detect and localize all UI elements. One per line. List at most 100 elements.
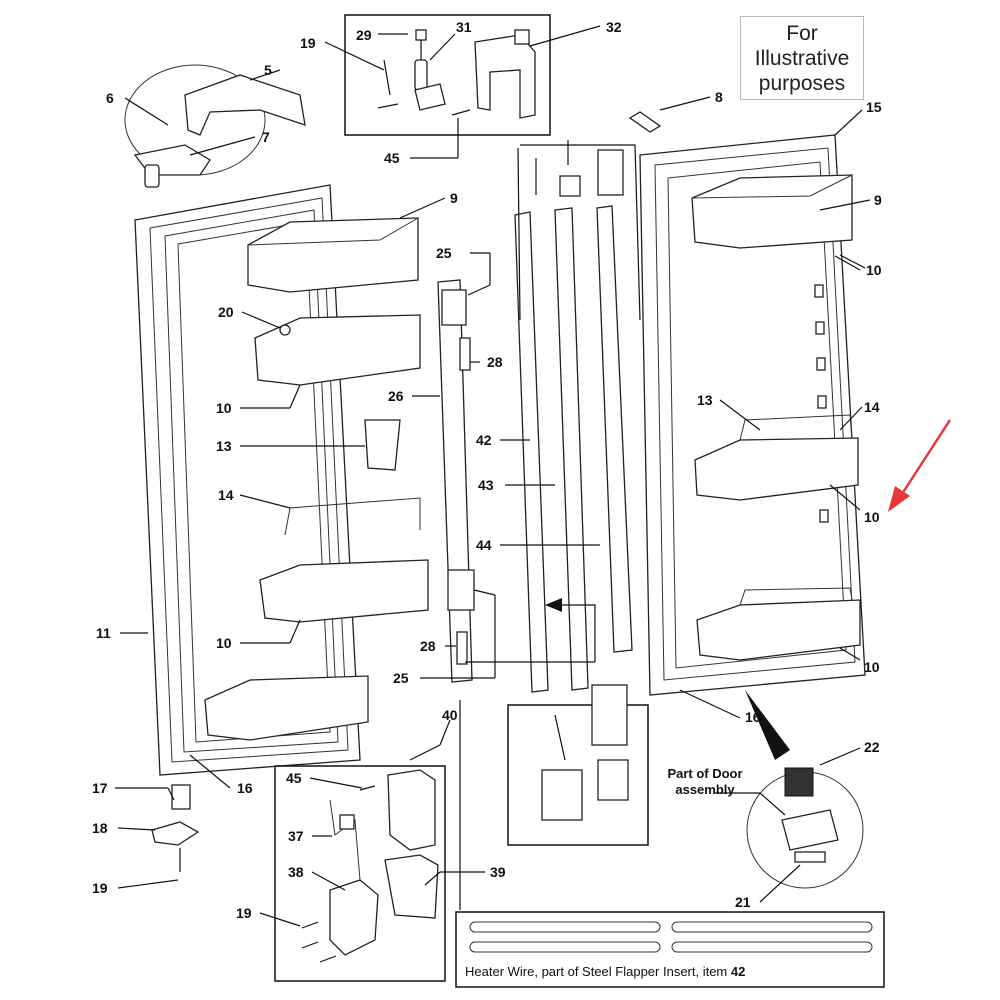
left-bin-9 xyxy=(247,217,419,293)
callout-label: 10 xyxy=(216,400,232,416)
callout-label: 13 xyxy=(216,438,232,454)
hinge-parts-center xyxy=(535,140,624,197)
callout-label: 25 xyxy=(436,245,452,261)
heater-wire-caption: Heater Wire, part of Steel Flapper Inser… xyxy=(465,964,885,979)
callout-label: 21 xyxy=(735,894,751,910)
part-5-top-hinge xyxy=(184,74,306,136)
heater-wire-box xyxy=(455,911,885,988)
callout-label: 45 xyxy=(286,770,302,786)
callout-label: 6 xyxy=(106,90,114,106)
callout-label: 19 xyxy=(300,35,316,51)
callout-label: 13 xyxy=(697,392,713,408)
heater-caption-text: Heater Wire, part of Steel Flapper Inser… xyxy=(465,964,731,979)
bracket-line-a xyxy=(517,147,521,321)
part-42-strip xyxy=(514,211,549,693)
left-bin-lower xyxy=(204,675,369,741)
left-bin-10b xyxy=(259,559,429,623)
left-part-13 xyxy=(364,419,401,471)
callout-label: 8 xyxy=(715,89,723,105)
left-hinge-17-18 xyxy=(151,784,200,872)
illustrative-note: For Illustrative purposes xyxy=(740,16,864,100)
part-26-strip xyxy=(437,279,475,683)
door-assembly-note: Part of Door assembly xyxy=(650,766,760,798)
part-31-shaft xyxy=(414,59,428,91)
callout-label: 10 xyxy=(864,509,880,525)
callout-label: 10 xyxy=(864,659,880,675)
bracket-line-b xyxy=(520,144,641,321)
part-40-block xyxy=(387,769,436,851)
callout-label: 18 xyxy=(92,820,108,836)
flow-line xyxy=(560,604,596,662)
heater-wire-left xyxy=(469,921,661,953)
callout-label: 43 xyxy=(478,477,494,493)
leader-lines xyxy=(115,25,871,927)
right-door-slots xyxy=(814,284,829,523)
callout-label: 29 xyxy=(356,27,372,43)
part-39-block xyxy=(384,854,439,919)
part-44-strip xyxy=(596,205,633,653)
callout-label: 9 xyxy=(450,190,458,206)
heater-wire-right xyxy=(671,921,873,953)
part-22-pad xyxy=(784,767,814,797)
callout-label: 44 xyxy=(476,537,492,553)
callout-label: 9 xyxy=(874,192,882,208)
part-29-screw xyxy=(415,29,427,60)
right-bin-9 xyxy=(691,174,853,249)
part-28-screws xyxy=(456,337,471,665)
callout-label: 25 xyxy=(393,670,409,686)
note-line: purposes xyxy=(758,72,846,95)
note-line: For xyxy=(786,22,818,45)
red-indicator-arrow xyxy=(888,419,952,512)
detail-pointer xyxy=(745,690,790,760)
callout-label: 14 xyxy=(864,399,880,415)
callout-label: 22 xyxy=(864,739,880,755)
heater-caption-item: 42 xyxy=(730,964,746,979)
callout-label: 16 xyxy=(237,780,253,796)
callout-label: 16 xyxy=(745,709,761,725)
part-43-strip xyxy=(554,207,589,691)
callout-label: 19 xyxy=(236,905,252,921)
right-door-frame xyxy=(639,134,866,696)
screws-bottom xyxy=(301,785,376,963)
callout-label: 14 xyxy=(218,487,234,503)
callout-label: 37 xyxy=(288,828,304,844)
part-8-pin xyxy=(628,111,662,133)
callout-label: 15 xyxy=(866,99,882,115)
callout-label: 26 xyxy=(388,388,404,404)
part-37-wire xyxy=(329,799,361,881)
note-line: Illustrative xyxy=(754,47,850,70)
callout-label: 31 xyxy=(456,19,472,35)
door-assembly-part xyxy=(781,809,839,851)
part-20-knob xyxy=(279,324,291,336)
callout-label: 40 xyxy=(442,707,458,723)
part-19-screws xyxy=(377,59,471,116)
callout-label: 39 xyxy=(490,864,506,880)
bottom-hardware-box xyxy=(274,765,446,982)
callout-label: 28 xyxy=(487,354,503,370)
callout-label: 10 xyxy=(216,635,232,651)
left-part-14-rail xyxy=(284,497,421,536)
center-box-parts xyxy=(541,684,629,821)
right-bin-10-upper xyxy=(694,414,859,501)
bottom-center-box xyxy=(507,704,649,846)
callout-label: 20 xyxy=(218,304,234,320)
callout-label: 38 xyxy=(288,864,304,880)
part-21-clip xyxy=(794,851,826,863)
callout-label: 28 xyxy=(420,638,436,654)
callout-label: 11 xyxy=(96,625,111,641)
door-note-line: Part of Door xyxy=(667,766,743,781)
door-note-line: assembly xyxy=(675,782,735,797)
callout-label: 45 xyxy=(384,150,400,166)
callout-label: 17 xyxy=(92,780,108,796)
callout-label: 42 xyxy=(476,432,492,448)
hinge-hardware-box xyxy=(344,14,551,136)
part-32-hinge-bracket xyxy=(474,29,536,119)
right-bin-10-lower xyxy=(696,587,861,661)
callout-label: 5 xyxy=(264,62,272,78)
part-31-clip xyxy=(414,83,446,111)
callout-label: 32 xyxy=(606,19,622,35)
callout-label: 7 xyxy=(262,129,270,145)
callout-label: 19 xyxy=(92,880,108,896)
flow-arrowhead xyxy=(545,598,562,612)
